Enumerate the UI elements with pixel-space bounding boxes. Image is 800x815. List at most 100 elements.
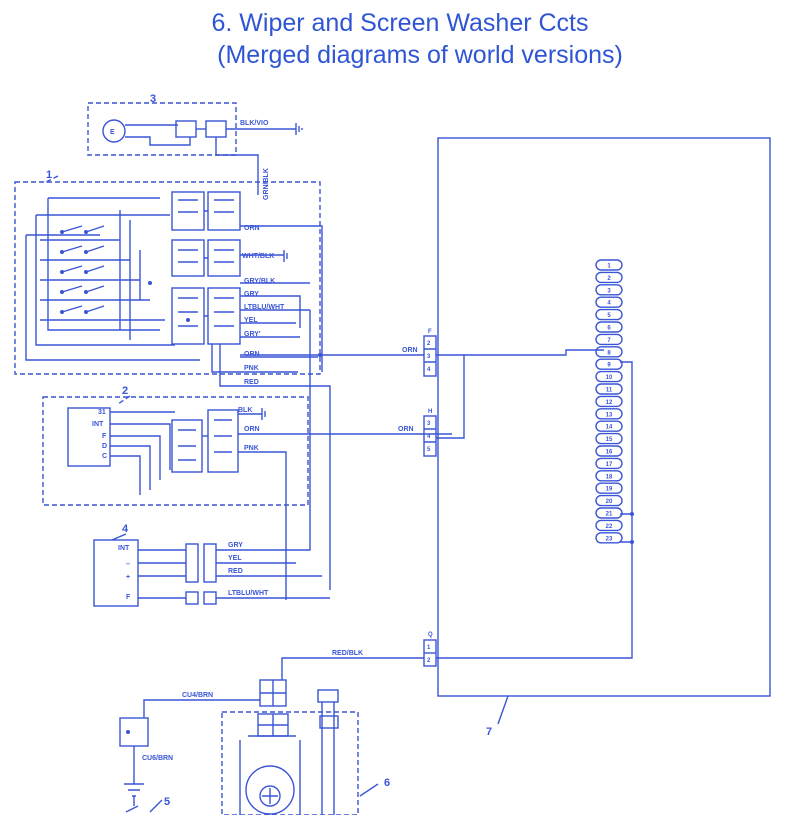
wire-label-pnk-a: PNK <box>244 365 259 372</box>
module-pin-9: 9 <box>595 358 623 370</box>
connector-f-pin-4: 4 <box>427 367 431 373</box>
module-pin-label: 13 <box>606 412 613 418</box>
module-pin-label: 14 <box>606 425 613 431</box>
wire-label-red-blk: RED/BLK <box>332 650 363 657</box>
component-6-label: 6 <box>384 777 390 789</box>
switch2-terminal-f: F <box>102 433 107 440</box>
module-pin-18: 18 <box>595 470 623 482</box>
module-pin-label: 23 <box>606 536 613 542</box>
wire-label-yel-a: YEL <box>244 317 258 324</box>
module-pin-label: 20 <box>606 499 613 505</box>
component-1-wiper-switch: 1 ORN W <box>14 169 331 590</box>
connector-h-pin-5: 5 <box>427 447 431 453</box>
wire-label-yel-b: YEL <box>228 555 242 562</box>
connector-q-letter: Q <box>428 632 433 638</box>
wire-label-ltblu-wht-b: LTBLU/WHT <box>228 590 269 597</box>
connector-q-pin-2: 2 <box>427 658 431 664</box>
connector-f-pin-3: 3 <box>427 354 431 360</box>
switch4-terminal-plus: + <box>126 574 130 581</box>
module-pin-label: 16 <box>606 450 613 456</box>
wire-label-gry-a: GRY <box>244 291 259 298</box>
wire-label-orn-h: ORN <box>398 426 414 433</box>
connector-h: H 3 4 5 ORN <box>398 409 437 457</box>
component-4-label: 4 <box>122 523 129 535</box>
module-pin-2: 2 <box>595 271 623 284</box>
connector-q-pin-1: 1 <box>427 645 431 651</box>
connector-f-pin-2: 2 <box>427 341 431 347</box>
connector-f: F 2 3 4 ORN <box>240 329 437 377</box>
motor-symbol: E <box>110 129 115 136</box>
module-pin-label: 7 <box>607 338 611 344</box>
switch4-terminal-minus: – <box>126 561 130 568</box>
module-pin-22: 22 <box>595 519 623 532</box>
module-pin-11: 11 <box>595 383 623 395</box>
module-pin-label: 18 <box>606 474 613 480</box>
wire-label-grn-blk: GRN/BLK <box>263 168 270 200</box>
module-pin-label: 19 <box>606 487 613 493</box>
connector-q: Q 1 2 RED/BLK <box>281 632 437 680</box>
component-4-rear-switch: 4 INT – + F GRY YEL RED LTBLU/WHT <box>93 310 330 607</box>
module-pin-label: 2 <box>607 276 611 282</box>
module-pin-7: 7 <box>595 333 623 346</box>
connector-h-pin-3: 3 <box>427 421 431 427</box>
module-pin-17: 17 <box>595 457 623 470</box>
component-2-interval-switch: 2 31 INT F D C BLK ORN PNK <box>42 385 452 600</box>
module-pin-label: 4 <box>607 301 611 307</box>
module-pin-label: 3 <box>607 288 611 294</box>
wire-label-blk: BLK <box>238 407 252 414</box>
module-pin-10: 10 <box>595 370 623 383</box>
component-3-label: 3 <box>150 93 156 105</box>
module-pin-label: 5 <box>607 313 611 319</box>
module-pin-label: 6 <box>607 326 611 332</box>
module-pin-23: 23 <box>595 532 623 544</box>
module-pin-label: 21 <box>606 512 613 518</box>
module-pin-label: 11 <box>606 388 613 394</box>
module-pin-13: 13 <box>595 408 623 420</box>
module-pin-5: 5 <box>595 308 623 321</box>
connector-h-letter: H <box>428 409 432 415</box>
module-pin-3: 3 <box>595 284 623 296</box>
switch4-terminal-f: F <box>126 594 131 601</box>
module-pin-label: 15 <box>606 437 613 443</box>
module-pin-1: 1 <box>595 259 623 271</box>
component-5-ground: CU4/BRN CU6/BRN 5 <box>119 679 287 813</box>
module-pin-16: 16 <box>595 445 623 457</box>
module-pin-20: 20 <box>595 494 623 507</box>
wire-label-gry-blk: GRY/BLK <box>244 278 275 285</box>
wire-label-cu4-brn: CU4/BRN <box>182 692 213 699</box>
module-pin-14: 14 <box>595 420 623 432</box>
wire-label-orn-a: ORN <box>244 225 260 232</box>
connector-h-pin-4: 4 <box>427 434 431 440</box>
switch2-terminal-d: D <box>102 443 107 450</box>
wire-label-gry-b: GRY' <box>244 331 261 338</box>
component-3-washer-motor: 3 E BLK/VIO GRN/BLK <box>87 93 303 200</box>
module-pin-6: 6 <box>595 321 623 333</box>
module-pin-4: 4 <box>595 296 623 308</box>
module-pin-label: 12 <box>606 400 613 406</box>
module-pin-label: 8 <box>607 350 611 356</box>
wire-label-blk-vio: BLK/VIO <box>240 120 269 127</box>
module-pin-label: 22 <box>606 524 613 530</box>
wire-label-red-a: RED <box>244 379 259 386</box>
module-pin-8: 8 <box>595 346 623 358</box>
component-7-label: 7 <box>486 726 492 738</box>
module-pin-19: 19 <box>595 482 623 494</box>
switch2-terminal-31: 31 <box>98 409 106 416</box>
connector-f-letter: F <box>428 329 432 335</box>
diagram-subtitle: (Merged diagrams of world versions) <box>217 41 623 69</box>
switch2-terminal-int: INT <box>92 421 104 428</box>
wire-label-red-b: RED <box>228 568 243 575</box>
switch4-terminal-int: INT <box>118 545 130 552</box>
wire-label-gry-c: GRY <box>228 542 243 549</box>
module-pin-label: 9 <box>607 363 611 369</box>
component-2-label: 2 <box>122 385 128 397</box>
module-pin-15: 15 <box>595 432 623 445</box>
wire-label-orn-f: ORN <box>402 347 418 354</box>
wire-label-orn-c: ORN <box>244 426 260 433</box>
wire-label-cu6-brn: CU6/BRN <box>142 755 173 762</box>
diagram-title: 6. Wiper and Screen Washer Ccts <box>211 9 589 37</box>
module-pin-label: 10 <box>606 375 613 381</box>
switch2-terminal-c: C <box>102 453 107 460</box>
